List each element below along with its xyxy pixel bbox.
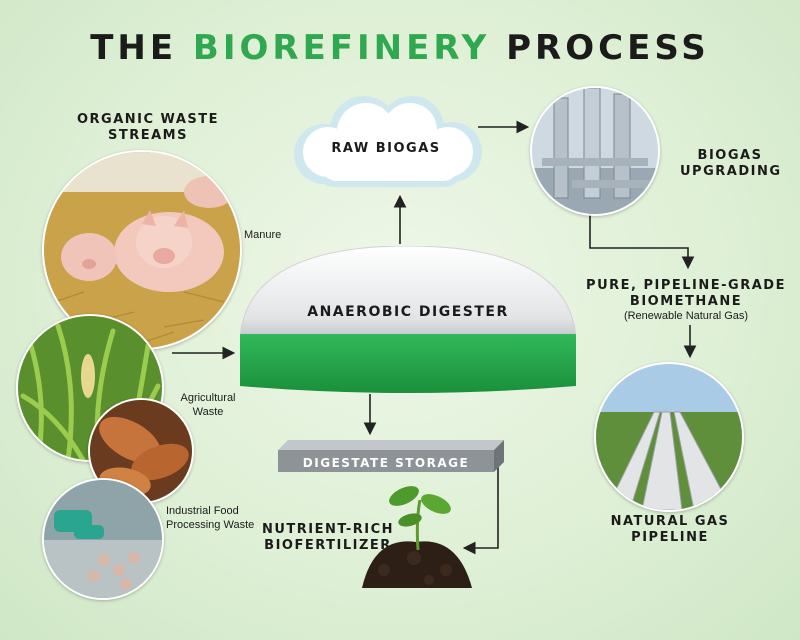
pipeline-label: NATURAL GAS PIPELINE (600, 514, 740, 546)
biomethane-label: PURE, PIPELINE-GRADE BIOMETHANE (576, 278, 796, 310)
pig-small (61, 233, 117, 281)
arrow-upgrading-to-biomethane (589, 212, 695, 270)
agricultural-label-text: Agricultural Waste (180, 392, 236, 418)
soil-sprout-image (362, 486, 472, 588)
manure-label: Manure (244, 229, 282, 241)
arrow-storage-to-fertilizer (462, 466, 499, 555)
digestate-label: DIGESTATE STORAGE (302, 456, 470, 470)
title-part3: PROCESS (506, 28, 710, 68)
biofertilizer-text: NUTRIENT-RICH BIOFERTILIZER (261, 522, 395, 553)
anaerobic-digester (240, 246, 576, 393)
title-part1: THE (90, 28, 178, 68)
digester-label: ANAEROBIC DIGESTER (307, 304, 509, 320)
biogas-upgrading-label: BIOGAS UPGRADING (680, 148, 780, 180)
agricultural-label: Agricultural Waste (178, 391, 238, 419)
sweet-potato-image (88, 398, 194, 504)
title-accent: BIOREFINERY (192, 28, 491, 68)
biogas-upgrading-image (530, 86, 660, 216)
page-title: THE BIOREFINERY PROCESS (0, 28, 800, 68)
biogas-upgrading-text: BIOGAS UPGRADING (680, 148, 782, 179)
industrial-label: Industrial Food Processing Waste (166, 504, 278, 532)
biofertilizer-label: NUTRIENT-RICH BIOFERTILIZER (258, 522, 398, 554)
pipeline-image (594, 362, 744, 512)
biomethane-note: (Renewable Natural Gas) (623, 310, 749, 322)
biomethane-text: PURE, PIPELINE-GRADE BIOMETHANE (586, 278, 786, 309)
pipeline-text: NATURAL GAS PIPELINE (610, 514, 730, 545)
raw-biogas-label: RAW BIOGAS (331, 141, 441, 156)
digestate-storage-bar (278, 440, 504, 472)
raw-biogas-cloud (294, 96, 482, 187)
industrial-label-text: Industrial Food Processing Waste (166, 505, 255, 531)
organic-waste-label: ORGANIC WASTE STREAMS (76, 112, 219, 143)
industrial-food-image (42, 478, 164, 600)
